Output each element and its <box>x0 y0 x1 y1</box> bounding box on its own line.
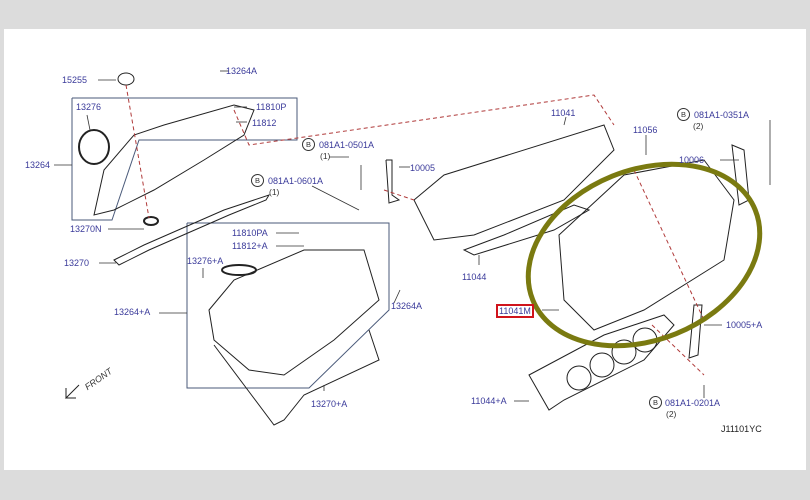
front-arrow <box>64 384 80 399</box>
bolt-qty: (2) <box>666 409 677 419</box>
gasket-13270 <box>113 194 271 266</box>
label-11810p[interactable]: 11810P <box>256 102 287 112</box>
rocker-cover-lower <box>208 249 380 376</box>
bolt-b-icon: B <box>677 108 690 121</box>
bolt-qty: (2) <box>693 121 704 131</box>
label-13270[interactable]: 13270 <box>64 258 90 268</box>
bolt-b-icon: B <box>649 396 662 409</box>
label-13264a-top[interactable]: 13264A <box>226 66 258 76</box>
bolt-b-icon: B <box>302 138 315 151</box>
label-13264a-mid[interactable]: 13264A <box>391 301 423 311</box>
head-gasket-11044a <box>528 314 675 411</box>
cover-group-bracket-lower <box>186 222 390 389</box>
label-11812a[interactable]: 11812+A <box>232 241 268 251</box>
label-13276a[interactable]: 13276+A <box>187 256 224 266</box>
cylinder-head-right <box>558 159 735 331</box>
label-bolt-081a1-0351a[interactable]: 081A1-0351A <box>694 110 750 120</box>
oring-13276a <box>221 264 257 276</box>
label-bolt-081a1-0201a[interactable]: 081A1-0201A <box>665 398 721 408</box>
label-11812[interactable]: 11812 <box>252 118 277 128</box>
label-13264-plus-a[interactable]: 13264+A <box>114 307 151 317</box>
oring-13276 <box>78 129 110 165</box>
label-10005a[interactable]: 10005+A <box>726 320 763 330</box>
head-gasket-11044 <box>462 204 591 256</box>
label-bolt-081a1-0501a[interactable]: 081A1-0501A <box>319 140 375 150</box>
oil-cap <box>117 72 135 86</box>
diagram-artwork <box>54 70 771 426</box>
gasket-13270a <box>213 329 380 426</box>
bolt-qty: (1) <box>320 151 331 161</box>
label-11041m-highlighted[interactable]: 11041M <box>496 304 534 318</box>
highlight-ring <box>525 161 763 349</box>
bolt-b-icon: B <box>251 174 264 187</box>
label-13270a[interactable]: 13270+A <box>311 399 348 409</box>
diagram-code: J11101YC <box>721 424 762 434</box>
label-11044[interactable]: 11044 <box>462 272 487 282</box>
label-13276[interactable]: 13276 <box>76 102 102 112</box>
label-11810pa[interactable]: 11810PA <box>232 228 268 238</box>
cylinder-head-left <box>413 124 615 241</box>
label-10005[interactable]: 10005 <box>410 163 436 173</box>
label-13264[interactable]: 13264 <box>25 160 51 170</box>
label-13270n[interactable]: 13270N <box>70 224 102 234</box>
parts-diagram-sheet: 15255 13264A 13276 11810P 11812 13264 13… <box>4 29 806 470</box>
label-10006[interactable]: 10006 <box>679 155 705 165</box>
bracket-10005a <box>688 304 703 359</box>
rocker-cover-upper <box>93 104 255 216</box>
bracket-10005 <box>385 159 401 204</box>
label-11044a[interactable]: 11044+A <box>471 396 507 406</box>
bolt-qty: (1) <box>269 187 280 197</box>
cover-group-bracket-upper <box>71 97 298 221</box>
label-11056[interactable]: 11056 <box>633 125 658 135</box>
label-15255[interactable]: 15255 <box>62 75 88 85</box>
seal-13270N <box>143 216 159 226</box>
label-11041[interactable]: 11041 <box>551 108 576 118</box>
label-bolt-081a1-0601a[interactable]: 081A1-0601A <box>268 176 324 186</box>
